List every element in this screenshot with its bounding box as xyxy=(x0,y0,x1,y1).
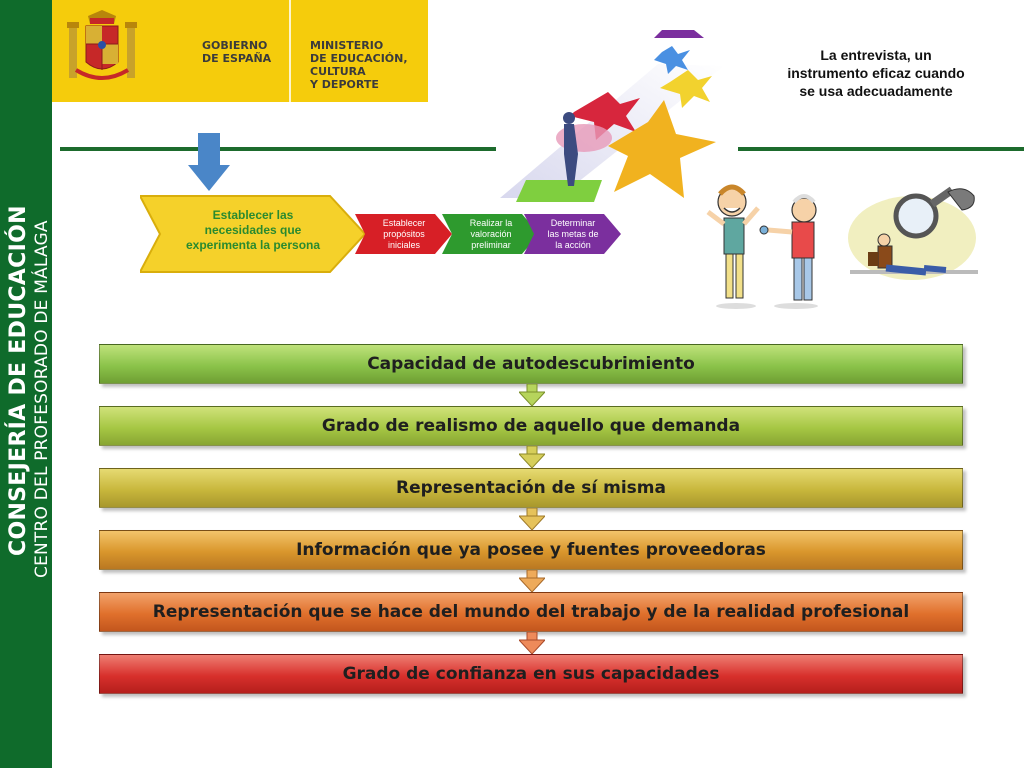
process-arrow-icon xyxy=(188,133,230,191)
divider-rule-left xyxy=(60,147,496,151)
divider-rule-right xyxy=(738,147,1024,151)
government-header: GOBIERNO DE ESPAÑA MINISTERIO DE EDUCACI… xyxy=(52,0,428,102)
tier-connector-arrow-icon xyxy=(519,632,545,654)
sidebar-line-2: CENTRO DEL PROFESORADO DE MÁLAGA xyxy=(32,220,52,578)
success-stars-illustration xyxy=(500,30,724,202)
magnifier-cartoon-icon xyxy=(848,186,978,280)
tier-connector-arrow-icon xyxy=(519,508,545,530)
tier-2: Grado de realismo de aquello que demanda xyxy=(99,406,963,446)
process-main-label: Establecer las necesidades que experimen… xyxy=(185,208,321,252)
coat-of-arms-icon xyxy=(67,10,137,80)
sidebar-band xyxy=(0,0,52,768)
process-step-main: Establecer las necesidades que experimen… xyxy=(140,194,365,274)
ministerio-text: MINISTERIO DE EDUCACIÓN, CULTURA Y DEPOR… xyxy=(310,39,408,91)
tier-1: Capacidad de autodescubrimiento xyxy=(99,344,963,384)
tier-5: Representación que se hace del mundo del… xyxy=(99,592,963,632)
tier-connector-arrow-icon xyxy=(519,570,545,592)
process-step-2: Realizar la valoración preliminar xyxy=(442,214,539,254)
gobierno-text: GOBIERNO DE ESPAÑA xyxy=(202,39,272,65)
tier-connector-arrow-icon xyxy=(519,384,545,406)
tier-4: Información que ya posee y fuentes prove… xyxy=(99,530,963,570)
interview-cartoon-icon xyxy=(706,184,818,309)
tier-6: Grado de confianza en sus capacidades xyxy=(99,654,963,694)
process-step-1: Establecer propósitos iniciales xyxy=(355,214,452,254)
sidebar-line-1: CONSEJERÍA DE EDUCACIÓN xyxy=(6,205,31,556)
tier-3: Representación de sí misma xyxy=(99,468,963,508)
slide-title: La entrevista, un instrumento eficaz cua… xyxy=(787,47,965,99)
tier-connector-arrow-icon xyxy=(519,446,545,468)
process-step-3: Determinar las metas de la acción xyxy=(524,214,621,254)
header-divider xyxy=(289,0,291,102)
sidebar-text: CONSEJERÍA DE EDUCACIÓN CENTRO DEL PROFE… xyxy=(0,0,52,768)
